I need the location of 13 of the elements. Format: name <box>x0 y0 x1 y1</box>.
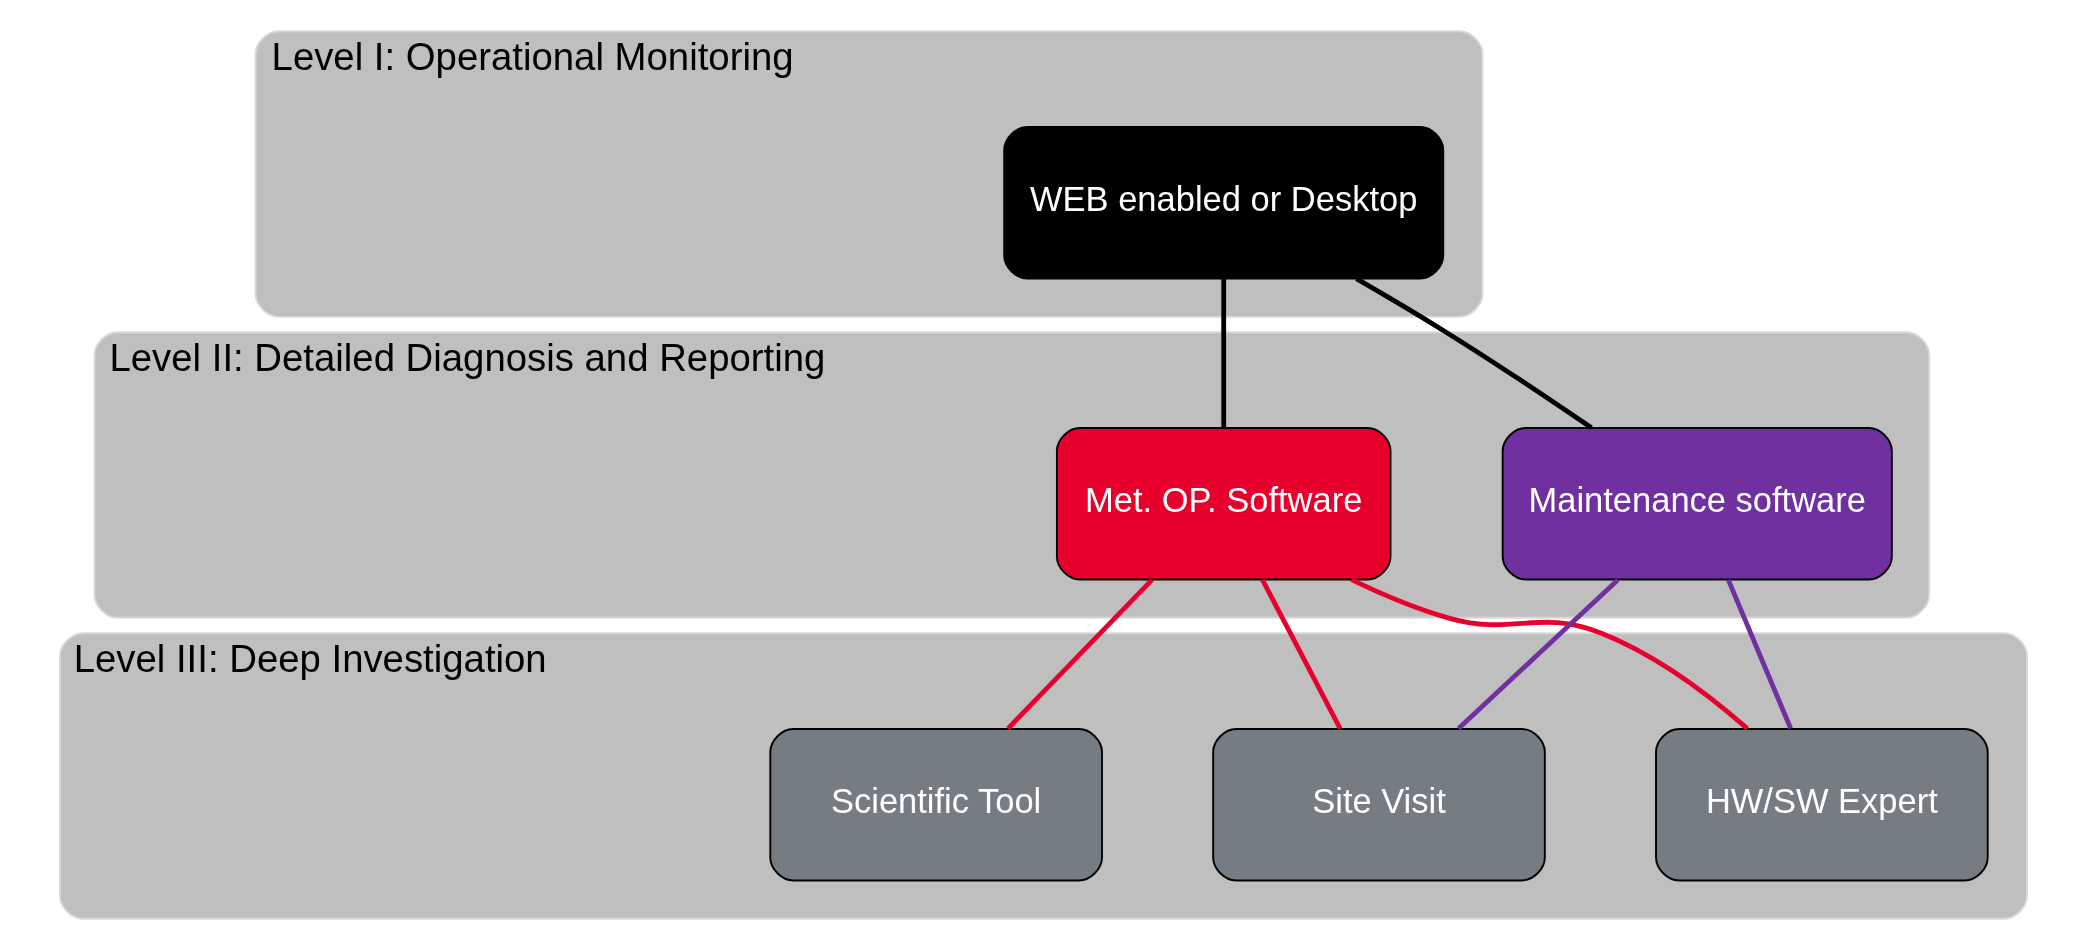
node-box: Maintenance software <box>1501 427 1893 581</box>
connector <box>1349 577 1749 731</box>
connector <box>1456 578 1619 731</box>
connector <box>1259 578 1342 730</box>
connector <box>1354 276 1593 430</box>
connector <box>1220 278 1226 428</box>
connector <box>1005 578 1154 731</box>
node-box: Site Visit <box>1211 728 1546 882</box>
node-box: HW/SW Expert <box>1654 728 1989 882</box>
node-box: Met. OP. Software <box>1055 427 1391 581</box>
node-box: WEB enabled or Desktop <box>1002 126 1444 280</box>
node-box: Scientific Tool <box>768 728 1103 882</box>
connector <box>1725 578 1793 730</box>
